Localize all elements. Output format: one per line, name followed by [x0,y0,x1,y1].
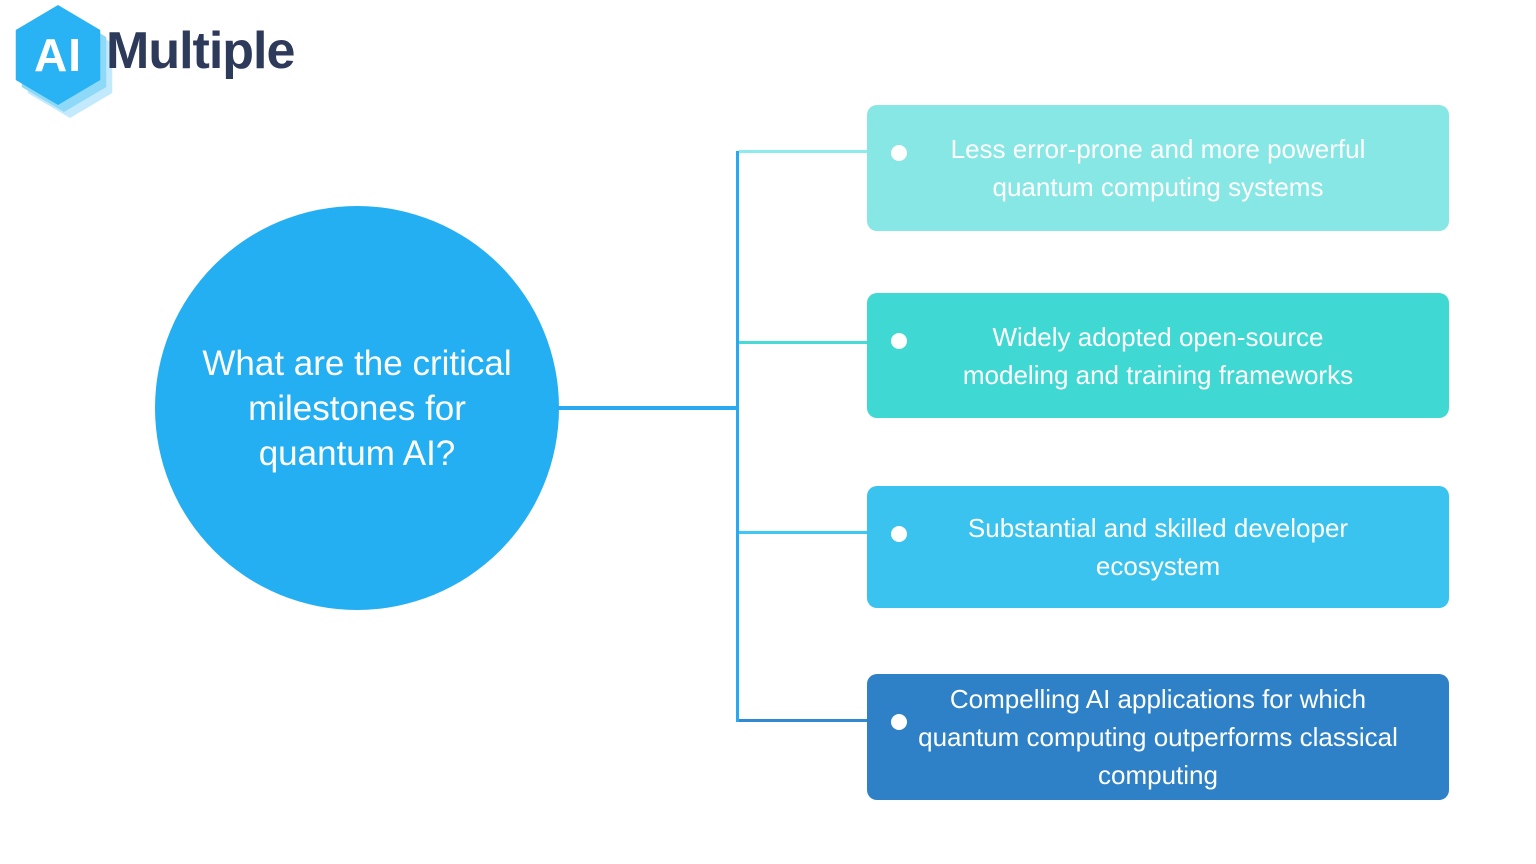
milestone-text: Less error-prone and more powerful quant… [950,134,1366,202]
connector-branch-line-1 [739,150,867,153]
bullet-dot-icon [891,333,907,349]
milestone-box-2: Widely adopted open-source modeling and … [867,293,1449,418]
milestone-text: Widely adopted open-source modeling and … [962,321,1354,390]
bullet-dot-icon [891,145,907,161]
logo-hexagon-icon: AI [10,5,113,118]
connector-main-line [556,406,739,410]
milestone-box-3: Substantial and skilled developer ecosys… [867,486,1449,608]
connector-branch-line-4 [739,719,867,722]
aimultiple-logo: AI Multiple [10,5,310,118]
milestone-box-4: Compelling AI applications for which qua… [867,674,1449,800]
milestone-text: Compelling AI applications for which qua… [918,684,1398,790]
connector-vertical-line [736,151,739,722]
milestone-text: Substantial and skilled developer ecosys… [967,513,1349,581]
milestone-box-1: Less error-prone and more powerful quant… [867,105,1449,231]
connector-branch-line-3 [739,531,867,534]
bullet-dot-icon [891,714,907,730]
connector-branch-line-2 [739,341,867,344]
logo-brand-text: Multiple [106,22,295,80]
question-text: What are the critical milestones for qua… [202,343,512,473]
bullet-dot-icon [891,526,907,542]
question-circle: What are the critical milestones for qua… [155,206,559,610]
